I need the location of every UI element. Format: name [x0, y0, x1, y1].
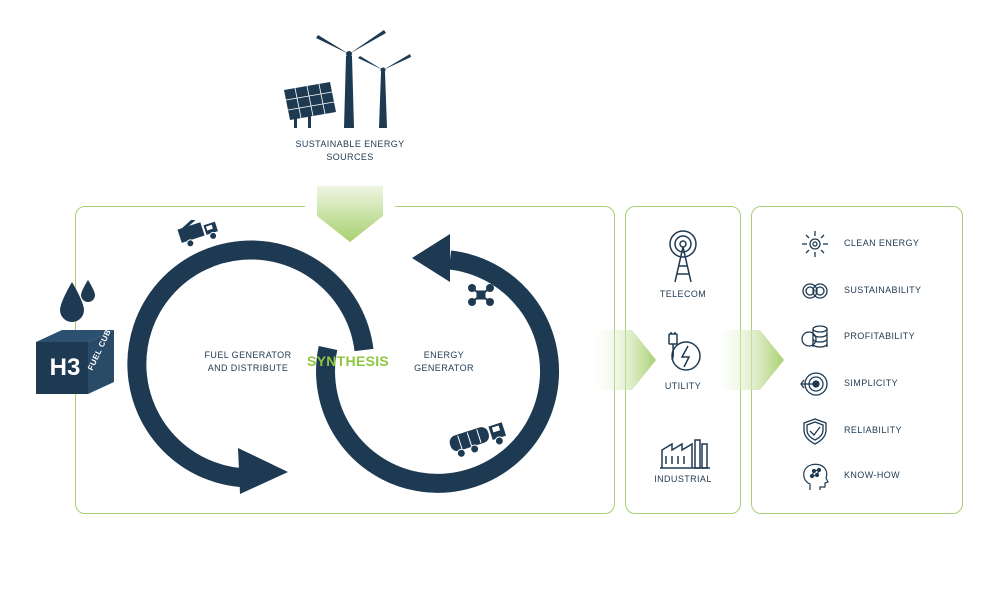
sources-label: SUSTAINABLE ENERGY SOURCES — [295, 139, 405, 162]
benefit-label: CLEAN ENERGY — [844, 238, 920, 248]
right-cycle-arc — [316, 250, 560, 493]
benefit-reliability: RELIABILITY — [782, 417, 982, 445]
benefit-label: RELIABILITY — [844, 425, 902, 435]
flow-arrow-to-benefits — [716, 330, 784, 390]
left-cycle-arrowhead — [238, 448, 288, 494]
benefit-label: PROFITABILITY — [844, 331, 916, 341]
left-cycle-arc — [127, 240, 374, 488]
benefit-profitability: PROFITABILITY — [782, 323, 982, 351]
power-plug-icon — [668, 332, 701, 371]
benefit-label: KNOW-HOW — [844, 470, 901, 480]
shield-check-icon — [803, 418, 827, 445]
cube-formula: H3 — [49, 354, 81, 381]
fuel-cube-illustration — [36, 280, 114, 394]
flow-arrow-to-sectors — [588, 330, 656, 390]
factory-icon — [660, 439, 710, 469]
truck-icon — [177, 220, 218, 248]
solar-panel-icon — [284, 82, 336, 128]
benefit-know-how: KNOW-HOW — [782, 462, 982, 490]
head-brain-icon — [803, 463, 829, 490]
synthesis-cycle-diagram — [127, 220, 560, 494]
wind-turbine-small-icon — [358, 54, 411, 128]
sun-icon — [802, 231, 828, 257]
wind-turbine-icon — [316, 30, 386, 128]
coins-icon — [801, 325, 828, 348]
sector-telecom-label: TELECOM — [659, 289, 707, 299]
fuel-generator-label: FUEL GENERATOR AND DISTRIBUTE — [204, 350, 292, 373]
benefit-label: SIMPLICITY — [844, 378, 899, 388]
benefit-clean-energy: CLEAN ENERGY — [782, 230, 982, 258]
tanker-truck-icon — [449, 422, 507, 458]
benefit-label: SUSTAINABILITY — [844, 285, 922, 295]
droplet-icon — [60, 282, 84, 322]
benefit-simplicity: SIMPLICITY — [782, 370, 982, 398]
droplet-small-icon — [81, 280, 95, 302]
antenna-tower-icon — [669, 230, 697, 283]
sector-industrial-label: INDUSTRIAL — [654, 474, 712, 484]
right-cycle-arrowhead — [412, 234, 450, 282]
energy-generator-label: ENERGY GENERATOR — [414, 350, 474, 373]
renewable-sources-illustration — [284, 30, 411, 128]
benefit-sustainability: SUSTAINABILITY — [782, 277, 982, 305]
target-icon — [800, 372, 828, 396]
infinity-icon — [802, 283, 828, 299]
sector-utility-label: UTILITY — [664, 381, 702, 391]
drone-icon — [468, 284, 494, 306]
synthesis-label: SYNTHESIS — [307, 353, 390, 369]
sources-down-arrow — [305, 186, 395, 242]
